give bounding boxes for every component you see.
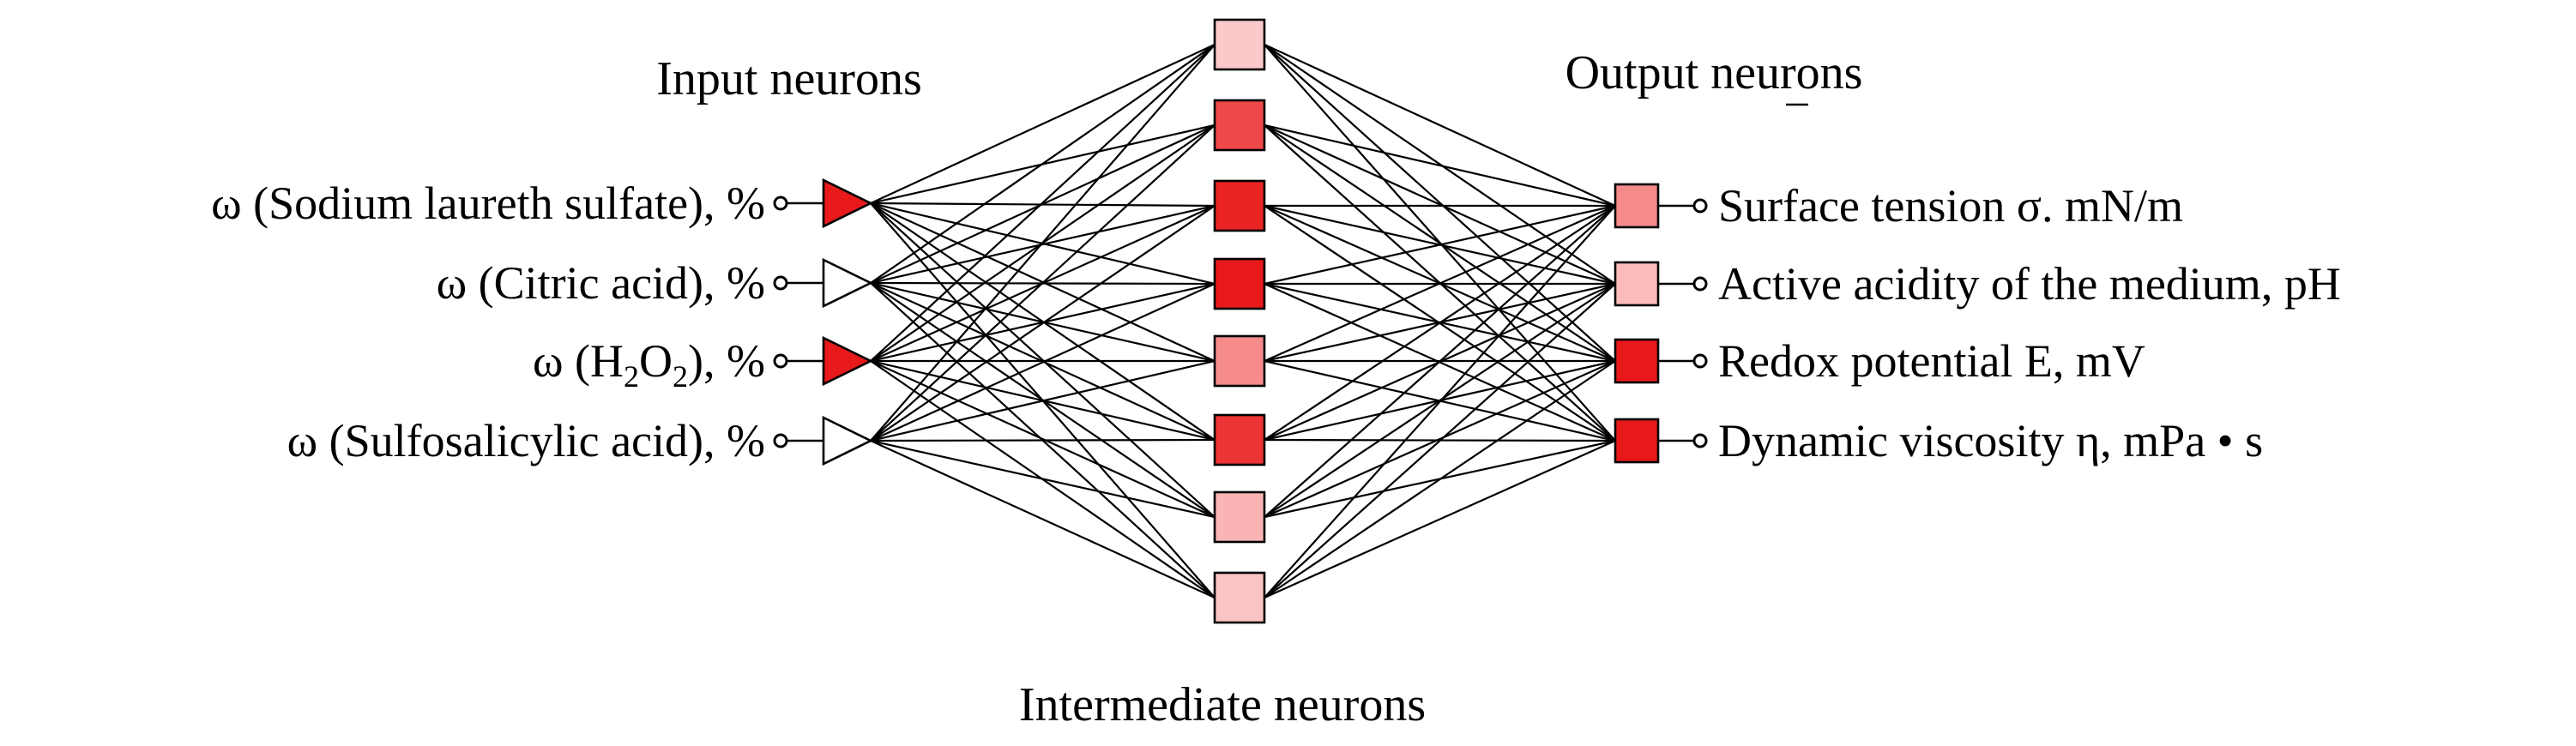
connection-in2-h1 [870,44,1216,284]
output-neuron-2 [1614,261,1660,307]
connection-h5-out1 [1264,204,1616,363]
intermediate-neuron-3 [1213,179,1266,232]
intermediate-neuron-1 [1213,18,1266,71]
input-port-icon [773,433,788,448]
connection-in4-h8 [870,439,1216,599]
input-port-icon [773,196,788,211]
intermediate-layer [1213,18,1266,624]
connection-h7-out1 [1264,205,1616,518]
connection-h7-out3 [1264,359,1616,519]
input-neurons-heading: Input neurons [656,52,922,105]
output-port-icon [1692,276,1708,292]
input-port-icon [773,353,788,369]
connections [870,44,1616,599]
connection-in2-h3 [870,204,1216,285]
connection-h6-out1 [1264,205,1616,441]
connection-h1-out1 [1264,44,1616,207]
input-label-4: ω (Sulfosalicylic acid), % [287,415,765,466]
output-port-icon [1692,353,1708,369]
intermediate-neuron-5 [1213,334,1266,388]
connection-in4-h2 [870,124,1216,442]
output-label-4: Dynamic viscosity η, mPa • s [1718,415,2263,466]
connection-in1-h1 [870,44,1216,204]
input-label-1: ω (Sodium laureth sulfate), % [211,177,765,229]
output-label-1: Surface tension σ. mN/m [1718,180,2183,232]
intermediate-neuron-6 [1213,413,1266,466]
intermediate-neuron-4 [1213,257,1266,310]
output-label-3: Redox potential E, mV [1718,335,2145,387]
output-port-icon [1692,433,1708,448]
input-port-icon [773,275,788,291]
output-neuron-4 [1614,418,1660,464]
connection-h1-out3 [1264,44,1616,362]
connection-h2-out1 [1264,123,1616,208]
connection-h2-out2 [1264,123,1616,286]
output-neurons-heading: Output neurons [1566,46,1863,99]
connection-h8-out1 [1264,205,1616,599]
connection-in4-h6 [870,438,1216,442]
connection-in4-h4 [870,282,1216,442]
connection-in3-h1 [870,44,1216,362]
output-port-icon [1692,198,1708,214]
connection-in3-h7 [870,359,1216,519]
connection-in4-h5 [870,359,1216,442]
output-neuron-1 [1614,183,1660,229]
connection-in4-h7 [870,439,1216,519]
connection-in4-h3 [870,205,1216,442]
connection-h1-out2 [1264,44,1616,285]
intermediate-neuron-2 [1213,99,1266,152]
connection-h2-out3 [1264,124,1616,362]
connection-in4-h1 [870,44,1216,442]
intermediate-neurons-heading: Intermediate neurons [1019,678,1426,731]
input-neuron-3-triangle-icon [822,335,873,387]
input-label-2: ω (Citric acid), % [437,257,765,309]
input-label-3: ω (H2O2), % [533,335,765,394]
intermediate-neuron-7 [1213,490,1266,544]
connection-h8-out2 [1264,283,1616,599]
terminals [773,196,1708,448]
input-neuron-1-triangle-icon [822,177,873,229]
input-neuron-2-triangle-icon [822,257,873,309]
connection-h8-out4 [1264,439,1616,599]
input-neuron-4-triangle-icon [822,415,873,466]
output-neuron-3 [1614,338,1660,384]
output-label-2: Active acidity of the medium, pH [1718,258,2341,310]
connection-h4-out1 [1264,204,1616,286]
connection-h8-out3 [1264,360,1616,599]
connection-in2-h2 [870,124,1216,284]
intermediate-neuron-8 [1213,571,1266,624]
input-layer: ω (Sodium laureth sulfate), % ω (Citric a… [211,177,873,466]
